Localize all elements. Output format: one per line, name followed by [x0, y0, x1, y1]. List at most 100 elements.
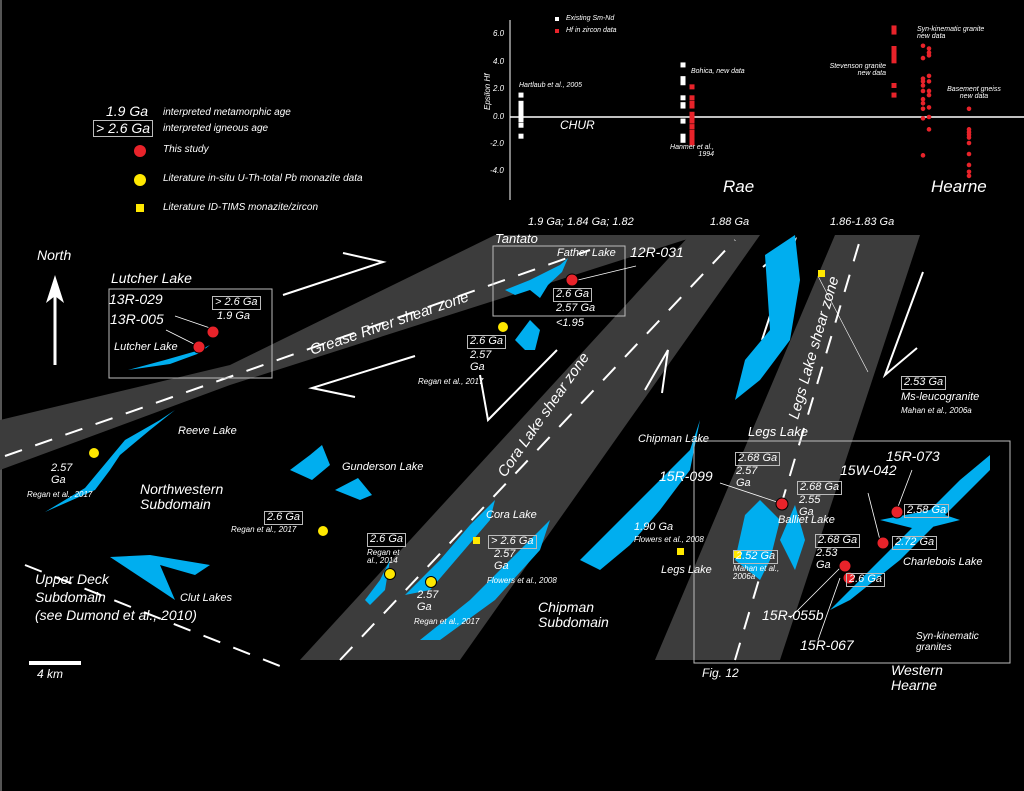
- zone-age-legs: 1.86-1.83 Ga: [830, 216, 895, 228]
- tantato-small-lake: [515, 320, 540, 350]
- inset-data-point: [689, 84, 695, 90]
- inset-data-point: [966, 106, 972, 112]
- inset-data-point: [689, 140, 695, 146]
- inset-data-point: [966, 151, 972, 157]
- chipman-line1: Chipman: [538, 599, 595, 615]
- inset-data-point: [689, 133, 695, 139]
- upper-deck-boundary: [24, 564, 291, 671]
- north-arrow-head: [46, 275, 64, 303]
- father-lake-label: Father Lake: [557, 247, 616, 259]
- marker-legs-tims: [677, 548, 684, 555]
- inset-data-point: [680, 137, 686, 143]
- father-lake-shape: [505, 258, 568, 298]
- inset-data-point: [689, 129, 695, 135]
- chipman-lake-shape: [580, 420, 700, 570]
- inset-data-point: [891, 50, 897, 56]
- sample-15r-067: 15R-067: [800, 637, 854, 653]
- inset-ytick: 0.0: [493, 112, 505, 121]
- legend-tims: Literature ID-TIMS monazite/zircon: [163, 202, 319, 213]
- this-study-markers: [192, 273, 904, 585]
- inset-data-point: [689, 114, 695, 120]
- legs-lake-top-label: Legs Lake: [748, 424, 808, 439]
- reeve-metamorphic-age: 2.57 Ga: [51, 462, 73, 486]
- inset-data-point: [891, 54, 897, 60]
- marker-13r-005: [192, 340, 206, 354]
- chipman-lake-label: Chipman Lake: [638, 433, 709, 445]
- cora-west-lake: [365, 560, 390, 605]
- inset-data-point: [680, 80, 686, 86]
- inset-data-point: [920, 83, 926, 88]
- northwestern-subdomain-label: Northwestern Subdomain: [140, 481, 224, 512]
- inset-data-point: [926, 127, 932, 132]
- inset-legend-smnd-icon: [555, 17, 559, 21]
- inset-annot-hanmer: Hanmer et al., 1994: [670, 144, 714, 159]
- marker-nw-lit: [317, 525, 329, 537]
- inset-ytick: 4.0: [493, 57, 505, 66]
- syn-kinematic-line1: Syn-kinematic: [916, 631, 979, 642]
- marker-cora-south-lit: [425, 576, 437, 588]
- r055-igneous-age: 2.68 Ga: [815, 534, 861, 548]
- balliet-lake-label: Balliet Lake: [778, 514, 835, 526]
- inset-domain-hearne: Hearne: [931, 177, 987, 196]
- fig12-box: [693, 440, 1011, 664]
- marker-15r-099: [775, 497, 789, 511]
- gunderson-lake-shape: [290, 445, 372, 500]
- upper-deck-line2: Subdomain: [35, 589, 106, 605]
- chipman-subdomain-label: Chipman Subdomain: [538, 600, 609, 629]
- inset-data-point: [689, 118, 695, 124]
- r073-igneous-age: 2.58 Ga: [904, 504, 950, 518]
- inset-data-point: [966, 169, 972, 175]
- nw-igneous-age: 2.6 Ga: [264, 511, 304, 525]
- legs-north-lake: [735, 235, 800, 400]
- marker-mahan-tims: [734, 551, 741, 558]
- inset-data-point: [966, 173, 972, 179]
- marker-reeve-lit: [88, 447, 100, 459]
- inset-data-point: [926, 79, 932, 84]
- reeve-lake-shape: [45, 410, 175, 512]
- inset-data-point: [966, 140, 972, 146]
- inset-data-point: [689, 137, 695, 143]
- inset-data-point: [518, 103, 524, 109]
- cora-ref: Flowers et al., 2008: [487, 576, 557, 585]
- inset-points: [518, 25, 972, 179]
- r099-metamorphic-age-1: 2.57 Ga: [736, 465, 758, 489]
- inset-data-point: [920, 101, 926, 106]
- marker-cora-west-lit: [384, 568, 396, 580]
- inset-annot-synkin: Syn-kinematic granite new data: [917, 26, 985, 41]
- cora-south-metamorphic-age: 2.57 Ga: [417, 589, 439, 613]
- cora-lake-shear-zone: [300, 235, 760, 660]
- upper-deck-line3: (see Dumond et al., 2010): [35, 607, 197, 623]
- marker-12r-031: [565, 273, 579, 287]
- clut-lakes-label: Clut Lakes: [180, 592, 232, 604]
- nw-ref: Regan et al., 2017: [231, 525, 297, 534]
- inset-data-point: [518, 92, 524, 98]
- legs-lake-bottom-label: Legs Lake: [661, 564, 712, 576]
- r055-metamorphic-age: 2.53 Ga: [816, 547, 838, 571]
- inset-legend-hf-icon: [555, 29, 559, 33]
- inset-data-point: [920, 116, 926, 121]
- cora-west-ref: Regan et al., 2014: [367, 548, 400, 566]
- leader-lines: [165, 265, 913, 641]
- sample-12r-031: 12R-031: [630, 244, 684, 260]
- mahan-igneous-age: 2.52 Ga: [733, 550, 779, 564]
- lutcher-lake-title: Lutcher Lake: [111, 270, 192, 286]
- inset-data-point: [891, 58, 897, 64]
- inset-data-point: [689, 103, 695, 109]
- legend-metamorphic-label: interpreted metamorphic age: [163, 107, 291, 118]
- inset-legend-hf: Hf in zircon data: [566, 27, 617, 34]
- marker-13r-029: [206, 325, 220, 339]
- shear-arrow: [644, 349, 669, 394]
- cora-south-ref: Regan et al., 2017: [414, 617, 480, 626]
- reeve-lake-label: Reeve Lake: [178, 425, 237, 437]
- mahan-ref: Mahan et al., 2006a: [733, 564, 780, 582]
- legs-lake-centerline: [734, 239, 861, 661]
- ms-ref: Mahan et al., 2006a: [901, 406, 972, 415]
- inset-ytick: 2.0: [493, 84, 505, 93]
- tantato-label: Tantato: [495, 231, 538, 246]
- inset-data-point: [680, 103, 686, 109]
- upper-deck-line1: Upper Deck: [35, 571, 109, 587]
- inset-data-point: [920, 96, 926, 102]
- inset-chur: CHUR: [560, 118, 595, 132]
- inset-data-point: [920, 106, 926, 112]
